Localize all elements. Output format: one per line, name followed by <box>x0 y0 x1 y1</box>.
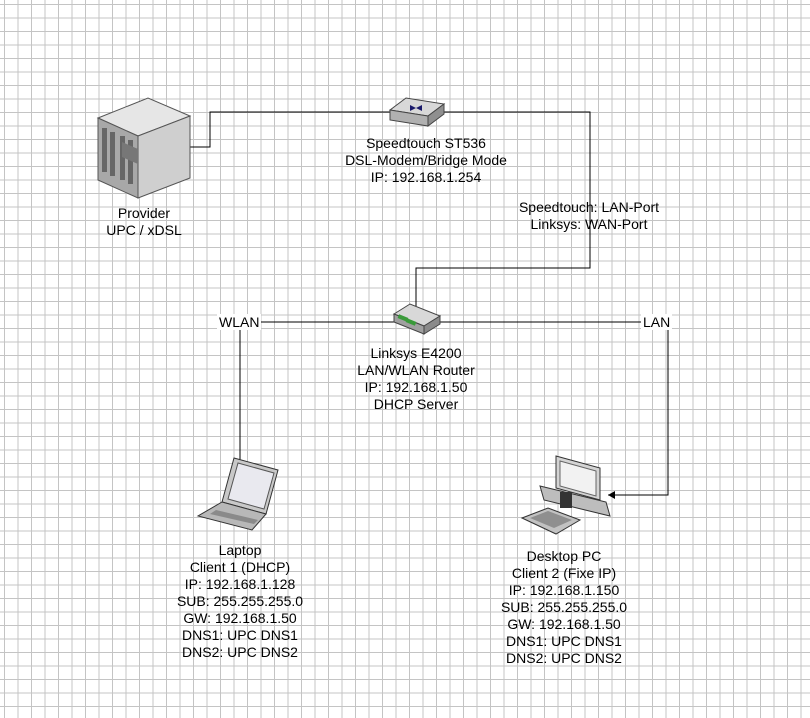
server-icon <box>96 97 192 199</box>
desktop-line-5: GW: 192.168.1.50 <box>507 616 621 632</box>
modem-icon <box>388 97 446 127</box>
router-line-2: LAN/WLAN Router <box>357 362 475 378</box>
modem-line-2: DSL-Modem/Bridge Mode <box>345 152 507 168</box>
provider-line-1: Provider <box>117 205 171 221</box>
router-label: Linksys E4200 LAN/WLAN Router IP: 192.16… <box>344 345 488 413</box>
laptop-line-3: IP: 192.168.1.128 <box>184 576 296 592</box>
port-note-label: Speedtouch: LAN-Port Linksys: WAN-Port <box>506 199 672 233</box>
desktop-line-7: DNS2: UPC DNS2 <box>506 650 622 666</box>
desktop-line-1: Desktop PC <box>526 548 602 564</box>
modem-router-link <box>415 111 591 312</box>
wlan-label: WLAN <box>217 314 262 330</box>
desktop-label: Desktop PC Client 2 (Fixe IP) IP: 192.16… <box>498 548 630 667</box>
provider-label: Provider UPC / xDSL <box>91 205 197 239</box>
desktop-line-3: IP: 192.168.1.150 <box>508 582 620 598</box>
laptop-line-7: DNS2: UPC DNS2 <box>182 644 298 660</box>
router-line-1: Linksys E4200 <box>370 345 462 361</box>
modem-line-3: IP: 192.168.1.254 <box>370 169 482 185</box>
port-note-line-2: Linksys: WAN-Port <box>530 216 648 232</box>
router-line-3: IP: 192.168.1.50 <box>364 379 468 395</box>
laptop-line-6: DNS1: UPC DNS1 <box>182 627 298 643</box>
desktop-line-2: Client 2 (Fixe IP) <box>511 565 617 581</box>
desktop-line-6: DNS1: UPC DNS1 <box>506 633 622 649</box>
desktop-line-4: SUB: 255.255.255.0 <box>500 599 628 615</box>
provider-line-2: UPC / xDSL <box>106 222 182 238</box>
lan-arrowhead <box>608 491 615 499</box>
lan-label: LAN <box>641 314 673 330</box>
port-note-line-1: Speedtouch: LAN-Port <box>518 199 660 215</box>
laptop-line-1: Laptop <box>218 542 262 558</box>
laptop-line-4: SUB: 255.255.255.0 <box>176 593 304 609</box>
laptop-line-2: Client 1 (DHCP) <box>189 559 291 575</box>
laptop-line-5: GW: 192.168.1.50 <box>183 610 297 626</box>
laptop-icon <box>196 457 279 531</box>
modem-line-1: Speedtouch ST536 <box>366 135 486 151</box>
laptop-label: Laptop Client 1 (DHCP) IP: 192.168.1.128… <box>176 542 304 661</box>
router-lan-link <box>436 321 669 496</box>
router-line-4: DHCP Server <box>373 396 459 412</box>
desktop-pc-icon <box>520 455 611 535</box>
router-icon <box>392 303 442 335</box>
modem-label: Speedtouch ST536 DSL-Modem/Bridge Mode I… <box>336 135 516 186</box>
